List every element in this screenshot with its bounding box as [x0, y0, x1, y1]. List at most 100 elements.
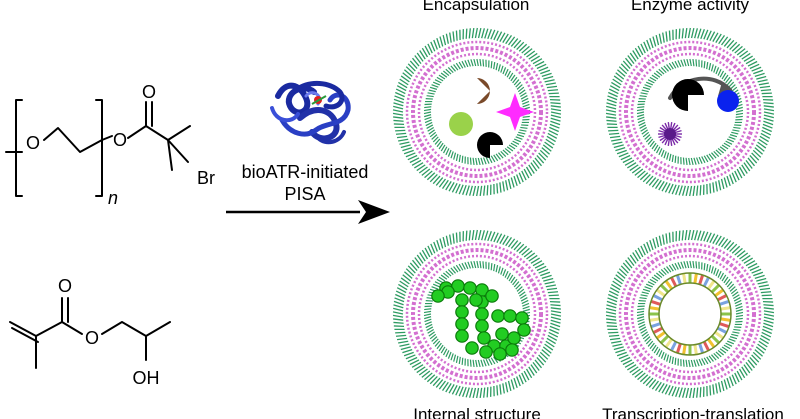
membrane-inner-tail — [683, 261, 687, 269]
membrane-inner-tail — [735, 314, 744, 318]
membrane-outer-tail — [624, 259, 633, 269]
membrane-outer-tail — [505, 35, 513, 45]
membrane-outer-tail — [684, 27, 688, 39]
membrane-outer-tail — [521, 372, 527, 383]
membrane-inner-tail — [447, 269, 454, 276]
membrane-inner-tail — [504, 147, 511, 154]
membrane-outer-tail — [715, 33, 722, 43]
membrane-outer-tail — [692, 185, 696, 197]
membrane-inner-tail — [692, 58, 695, 67]
membrane-inner-tail — [425, 323, 433, 329]
membrane-outer-tail — [606, 321, 617, 324]
membrane-outer-tail — [399, 141, 410, 145]
membrane-inner-tail — [508, 72, 514, 80]
membrane-inner-tail — [521, 299, 529, 305]
propyl-bonds — [101, 321, 171, 337]
membrane-inner-tail — [695, 261, 698, 269]
panel-title-internal-structure: Internal structure — [413, 405, 541, 419]
membrane-inner-tail — [522, 103, 530, 108]
membrane-inner-tail — [723, 276, 729, 284]
membrane-outer-tail — [745, 260, 756, 267]
membrane-outer-tail — [697, 28, 702, 39]
membrane-inner-tail — [683, 59, 687, 67]
vesicle-enzyme-activity — [605, 27, 775, 197]
membrane-inner-tail — [520, 92, 527, 98]
membrane-outer-tail — [402, 349, 413, 354]
membrane-inner-tail — [500, 150, 507, 157]
membrane-outer-tail — [419, 252, 426, 262]
membrane-inner-tail — [660, 351, 665, 359]
membrane-outer-tail — [433, 241, 438, 252]
membrane-outer-tail — [678, 185, 683, 196]
reaction-label-line1: bioATR-initiated — [242, 162, 369, 182]
membrane-outer-tail — [634, 370, 644, 378]
membrane-inner-tail — [443, 272, 450, 279]
membrane-inner-tail — [639, 124, 647, 129]
membrane-inner-tail — [469, 157, 472, 165]
membrane-outer-tail — [541, 274, 552, 279]
membrane-outer-tail — [432, 377, 441, 387]
membrane-outer-tail — [411, 159, 422, 166]
membrane-outer-tail — [606, 119, 617, 122]
dna-base-pair — [716, 326, 728, 334]
membrane-outer-tail — [550, 117, 561, 122]
membrane-outer-tail — [706, 232, 712, 243]
membrane-outer-tail — [640, 245, 646, 256]
membrane-outer-tail — [411, 259, 420, 269]
membrane-inner-tail — [424, 318, 432, 323]
membrane-outer-tail — [751, 66, 762, 72]
membrane-inner-tail — [434, 340, 441, 347]
membrane-outer-tail — [424, 170, 433, 179]
green-bead — [479, 345, 493, 359]
dna-base-pair — [716, 294, 728, 302]
dna-base-pair — [719, 322, 730, 329]
membrane-outer-tail — [396, 135, 408, 139]
membrane-outer-tail — [634, 249, 642, 260]
membrane-outer-tail — [526, 252, 536, 260]
membrane-inner-tail — [510, 142, 518, 148]
peg-macroinitiator-structure — [5, 99, 191, 197]
membrane-hydrophobic-band — [624, 248, 756, 380]
membrane-outer-tail — [469, 387, 473, 398]
membrane-inner-tail — [522, 308, 530, 312]
dna-base-pair — [664, 338, 673, 349]
membrane-inner-tail — [495, 153, 501, 160]
membrane-outer-tail — [615, 72, 625, 80]
membrane-outer-tail — [681, 28, 684, 39]
green-bead — [517, 323, 531, 337]
membrane-hydrophobic-band — [630, 52, 750, 172]
membrane-inner-tail — [506, 146, 514, 152]
membrane-inner-tail — [671, 154, 674, 163]
membrane-outer-tail — [668, 30, 671, 41]
membrane-inner-tail — [485, 156, 490, 164]
membrane-outer-tail — [715, 235, 722, 245]
membrane-inner-tail — [522, 115, 530, 118]
dna-base-pair — [650, 322, 661, 329]
membrane-outer-tail — [720, 238, 729, 248]
membrane-inner-tail — [455, 153, 459, 161]
membrane-inner-tail — [512, 278, 518, 286]
membrane-inner-tail — [502, 149, 509, 156]
vinyl-double — [11, 327, 39, 343]
membrane-outer-tail — [648, 379, 657, 388]
membrane-outer-tail — [643, 243, 649, 254]
membrane-outer-tail — [521, 247, 530, 256]
membrane-outer-tail — [448, 384, 455, 394]
membrane-outer-tail — [550, 322, 561, 328]
membrane-inner-tail — [703, 263, 706, 271]
membrane-outer-tail — [747, 157, 756, 167]
membrane-inner-tail — [447, 149, 452, 157]
peg-o2-label: O — [113, 130, 127, 150]
membrane-outer-tail — [726, 39, 735, 49]
membrane-outer-tail — [700, 29, 705, 40]
membrane-outer-tail — [648, 177, 657, 186]
membrane-outer-tail — [741, 254, 751, 262]
membrane-outer-tail — [729, 174, 734, 185]
green-bead — [475, 307, 489, 321]
membrane-inner-tail — [710, 266, 714, 274]
membrane-outer-tail — [490, 231, 496, 242]
membrane-outer-tail — [424, 247, 431, 258]
membrane-outer-tail — [455, 232, 458, 243]
membrane-outer-tail — [393, 307, 404, 312]
membrane-outer-tail — [739, 50, 749, 58]
